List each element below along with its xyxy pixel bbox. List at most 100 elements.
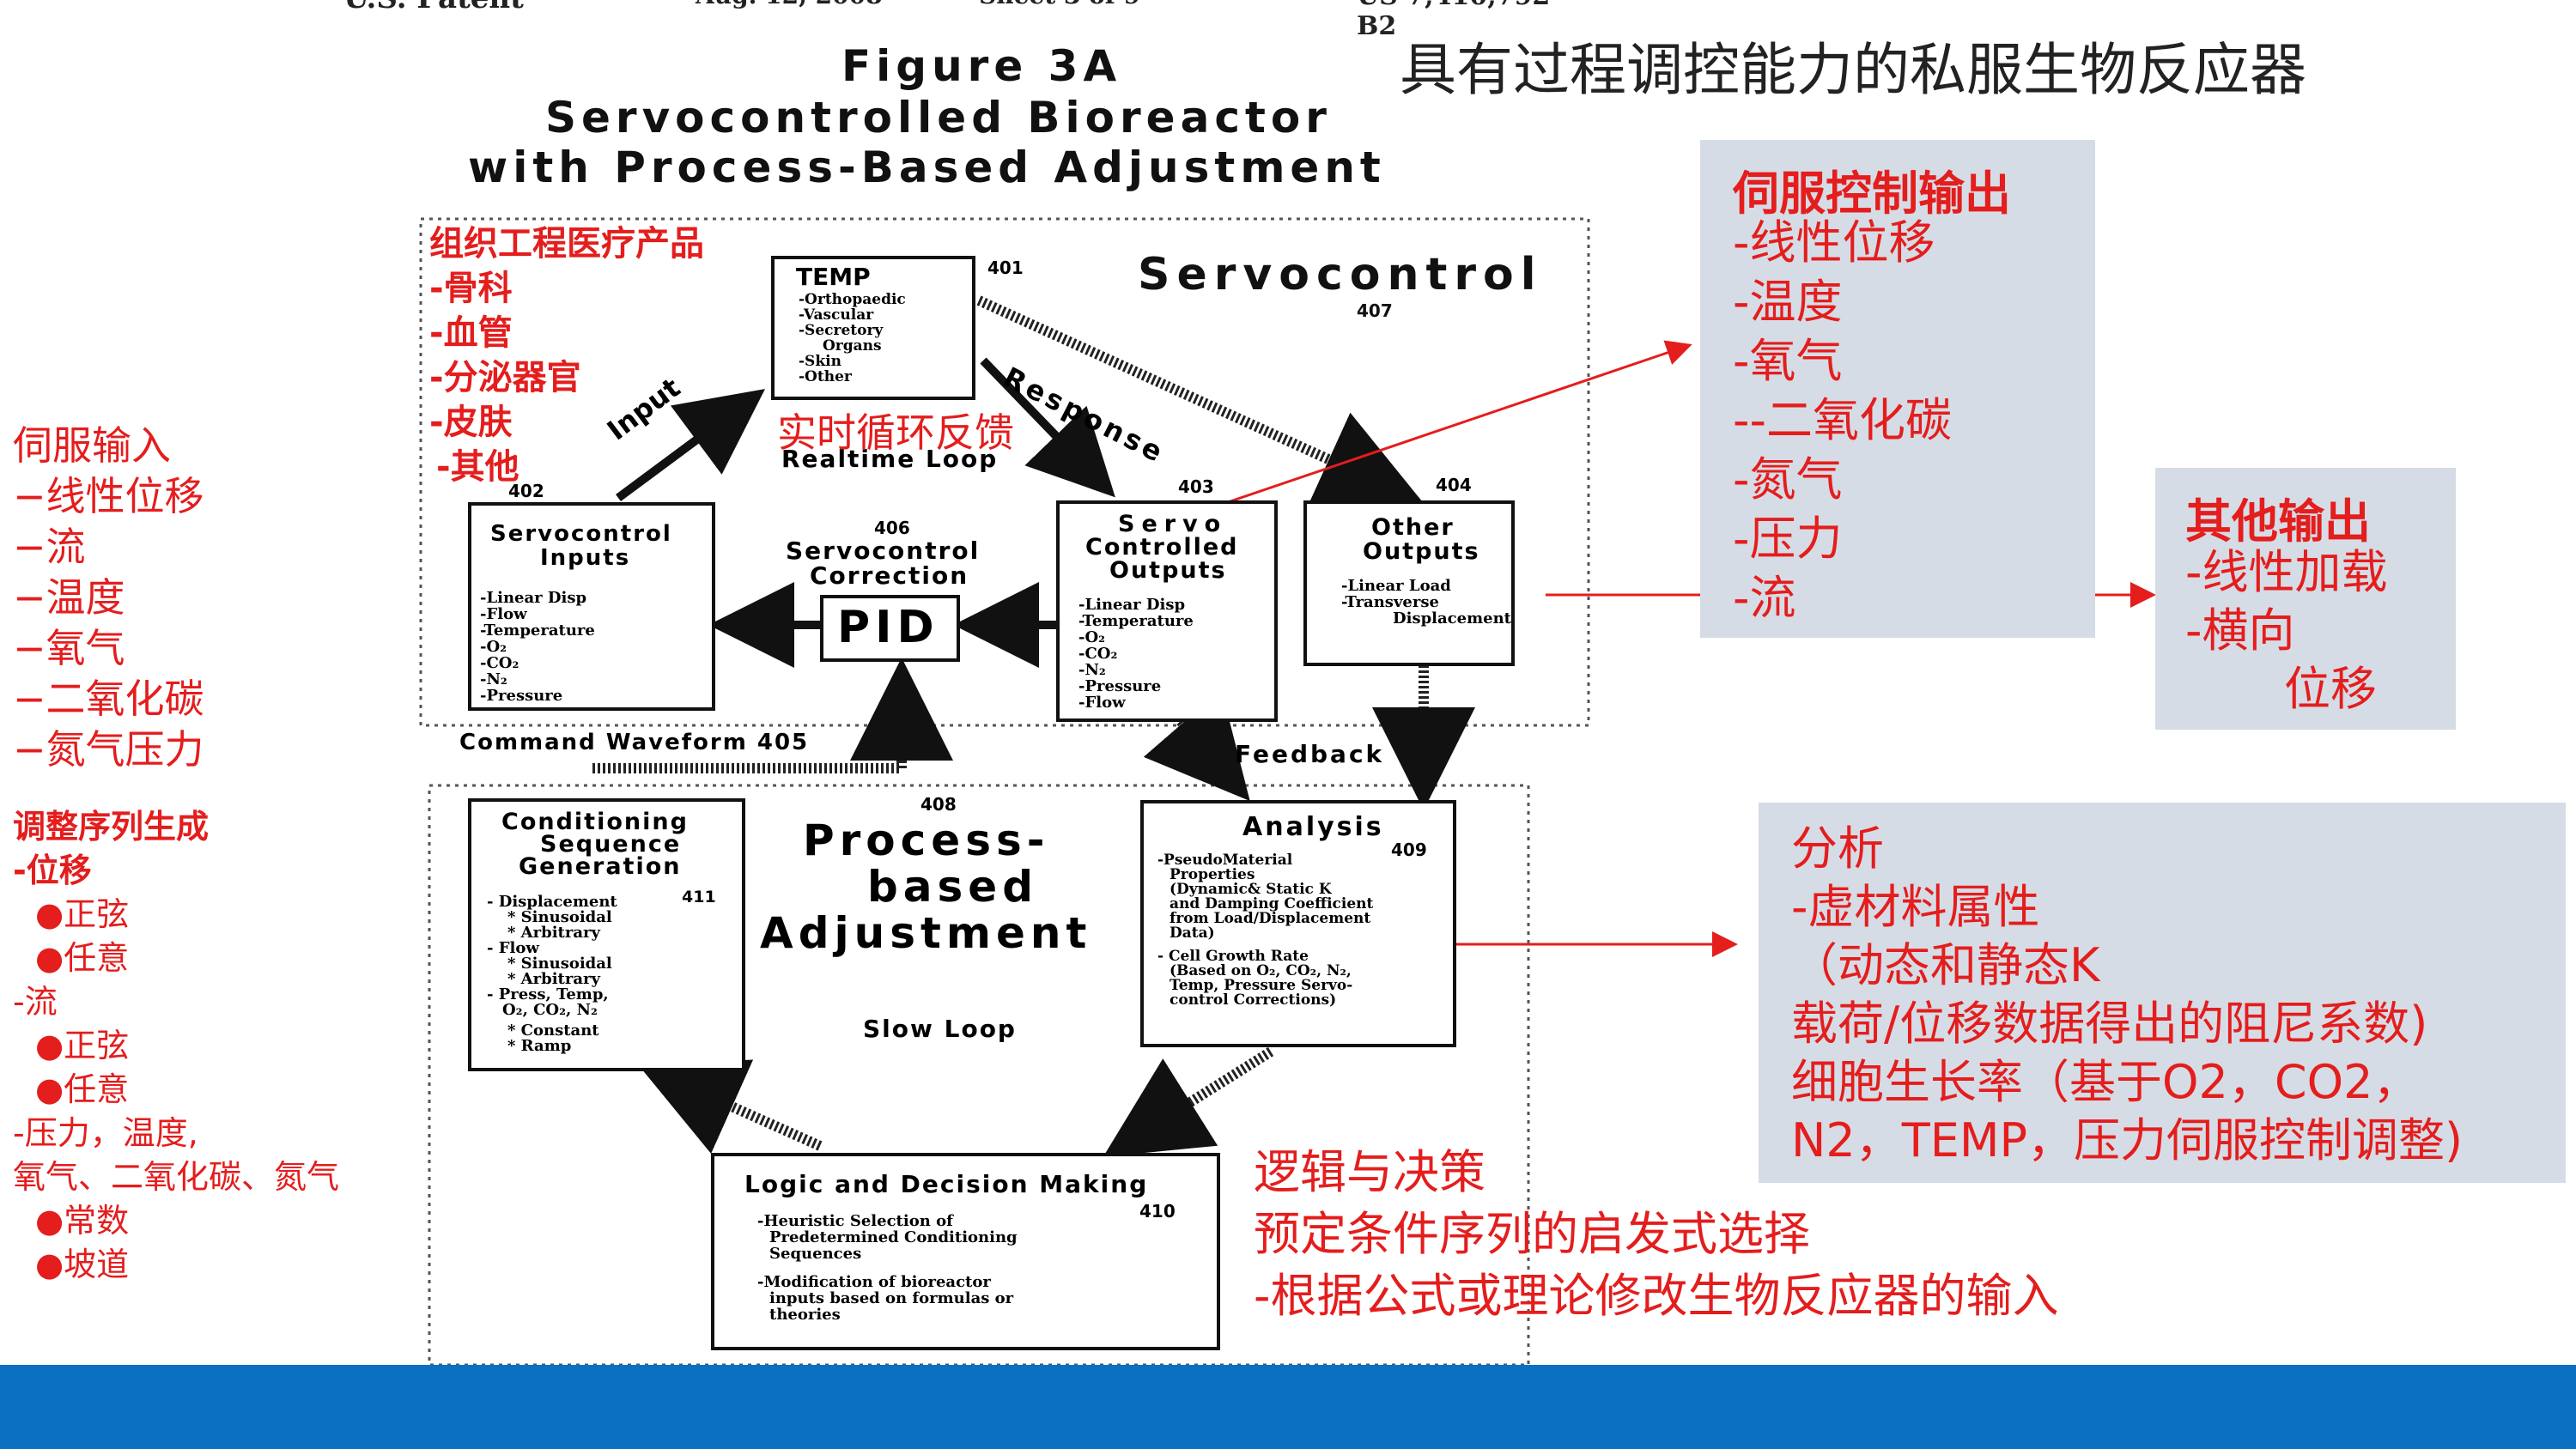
servo-outputs-item: -O₂ <box>1078 628 1106 646</box>
analysis-item: from Load/Displacement <box>1170 910 1371 927</box>
inputs-num: 402 <box>508 481 544 501</box>
temp-num: 401 <box>987 258 1024 278</box>
servo-outputs-item: -Flow <box>1078 694 1126 712</box>
other-outputs-item: -Transverse <box>1341 593 1439 611</box>
conditioning-item: * Sinusoidal <box>507 955 612 973</box>
conditioning-box: Conditioning Sequence Generation 411 - D… <box>468 798 745 1071</box>
command-waveform-arrow <box>592 658 953 773</box>
analysis-item: (Dynamic& Static K <box>1170 881 1332 898</box>
conditioning-items: - Displacement * Sinusoidal * Arbitrary … <box>487 894 617 1054</box>
inputs-item: -Linear Disp <box>480 589 587 607</box>
analysis-item: -PseudoMaterial <box>1157 852 1293 869</box>
temp-box: TEMP -Orthopaedic -Vascular -Secretory O… <box>771 256 975 400</box>
servo-outputs-box: Servo Controlled Outputs -Linear Disp -T… <box>1056 500 1278 722</box>
logic-item: -Modification of bioreactor <box>757 1273 991 1291</box>
servo-feedback-arrow <box>1143 689 1250 802</box>
tissue-item: -血管 <box>429 313 513 353</box>
response-arrow <box>980 357 1115 498</box>
conditioning-item: * Arbitrary <box>507 970 600 988</box>
servocontrol-inputs-box: Servocontrol Inputs -Linear Disp -Flow -… <box>468 502 715 711</box>
servo-input-item: −流 <box>13 524 86 570</box>
analysis-item: and Damping Coefficient <box>1170 895 1374 912</box>
sequence-item: 氧气、二氧化碳、氮气 <box>13 1158 340 1196</box>
temp-item: -Orthopaedic <box>799 291 906 308</box>
sequence-item: ●任意 <box>35 939 130 977</box>
conditioning-item: * Ramp <box>507 1037 572 1055</box>
conditioning-item: O₂, CO₂, N₂ <box>502 1001 598 1019</box>
figure-title: Figure 3A <box>841 41 1122 91</box>
logic-item: -Heuristic Selection of <box>757 1212 953 1230</box>
logic-item: theories <box>769 1306 841 1324</box>
logic-num: 410 <box>1139 1201 1176 1222</box>
process-title-1: Process- <box>803 815 1050 865</box>
conditioning-item: - Displacement <box>487 893 617 911</box>
pid-box: PID <box>820 595 960 662</box>
sequence-item: ●任意 <box>35 1070 130 1108</box>
tissue-item: -皮肤 <box>429 403 513 442</box>
servo-outputs-item: -Pressure <box>1078 677 1162 695</box>
sequence-item: ●正弦 <box>35 895 130 933</box>
servo-input-item: −二氧化碳 <box>13 676 204 722</box>
inputs-item: -Flow <box>480 605 527 623</box>
other-output-panel: 其他输出 -线性加载 -横向 位移 <box>2155 468 2456 730</box>
feedback-label: Feedback <box>1235 740 1385 768</box>
tissue-item: -分泌器官 <box>429 358 581 397</box>
other-output-panel-items: -线性加载 -横向 位移 <box>2185 543 2388 718</box>
servo-outputs-title-3: Outputs <box>1109 557 1227 584</box>
logic-to-conditioning-arrow <box>638 1059 823 1154</box>
correction-num: 406 <box>874 518 910 538</box>
servo-input-item: −氮气压力 <box>13 726 204 773</box>
patent-header: U.S. Patent Aug. 12, 2008 Sheet 3 of 9 U… <box>343 0 1580 41</box>
servocontrol-region <box>419 217 1590 727</box>
realtime-loop-label: Realtime Loop <box>781 445 999 473</box>
servo-output-panel-item: --二氧化碳 <box>1733 393 1952 447</box>
analysis-item: Properties <box>1170 866 1255 883</box>
patent-header-left: U.S. Patent <box>343 0 524 15</box>
servo-outputs-title-2: Controlled <box>1085 534 1239 561</box>
analysis-title: Analysis <box>1242 812 1384 842</box>
servo-input-item: −温度 <box>13 574 125 621</box>
correction-title-1: Servocontrol <box>786 537 981 565</box>
logic-annotation-line: 逻辑与决策 <box>1254 1145 1485 1199</box>
servocontrol-label: Servocontrol <box>1138 249 1543 300</box>
inputs-item: -Pressure <box>480 687 563 705</box>
realtime-annotation: 实时循环反馈 <box>777 409 1014 456</box>
logic-annotation: 逻辑与决策 预定条件序列的启发式选择 -根据公式或理论修改生物反应器的输入 <box>1254 1142 2058 1327</box>
servo-outputs-item: -N₂ <box>1078 661 1106 679</box>
logic-box: Logic and Decision Making 410 -Heuristic… <box>711 1153 1220 1350</box>
patent-header-number: US 7,410,792 B2 <box>1357 0 1550 41</box>
other-outputs-title-1: Other <box>1371 514 1455 541</box>
patent-header-date: Aug. 12, 2008 <box>696 0 883 9</box>
process-title-2: based <box>867 862 1038 912</box>
tissue-item: -其他 <box>436 447 519 487</box>
footer-band <box>0 1365 2576 1449</box>
conditioning-item: * Sinusoidal <box>507 908 612 926</box>
conditioning-title-1: Conditioning <box>501 809 689 835</box>
servo-input-annotation: 伺服输入 −线性位移 −流 −温度 −氧气 −二氧化碳 −氮气压力 <box>13 421 204 775</box>
servo-output-panel-item: -温度 <box>1733 275 1843 329</box>
logic-title: Logic and Decision Making <box>744 1170 1149 1198</box>
correction-title-2: Correction <box>810 561 969 590</box>
conditioning-item: - Flow <box>487 939 539 957</box>
other-outputs-title-2: Outputs <box>1363 538 1480 565</box>
analysis-panel-line: N2，TEMP，压力伺服控制调整) <box>1791 1113 2464 1167</box>
temp-item: -Vascular <box>799 306 874 324</box>
sequence-item: 调整序列生成 <box>13 808 210 846</box>
figure-subtitle-1: Servocontrolled Bioreactor <box>545 93 1332 142</box>
logic-annotation-line: -根据公式或理论修改生物反应器的输入 <box>1254 1269 2059 1323</box>
servo-input-item: 伺服输入 <box>13 422 171 469</box>
servo-output-panel-item: -线性位移 <box>1733 215 1935 270</box>
analysis-item: control Corrections) <box>1170 991 1337 1009</box>
sequence-item: ●坡道 <box>35 1246 130 1283</box>
pid-label: PID <box>837 602 939 653</box>
analysis-num: 409 <box>1391 840 1427 860</box>
conditioning-item: * Constant <box>507 1022 599 1040</box>
inputs-items: -Linear Disp -Flow -Temperature -O₂ -CO₂… <box>480 590 595 704</box>
servo-input-item: −氧气 <box>13 625 125 671</box>
other-output-panel-item: 位移 <box>2284 662 2377 716</box>
analysis-items: -PseudoMaterial Properties (Dynamic& Sta… <box>1157 853 1373 1008</box>
inputs-title-2: Inputs <box>540 545 631 571</box>
conditioning-num: 411 <box>682 888 716 906</box>
tissue-annotation: 组织工程医疗产品 -骨科 -血管 -分泌器官 -皮肤 -其他 <box>429 221 704 489</box>
